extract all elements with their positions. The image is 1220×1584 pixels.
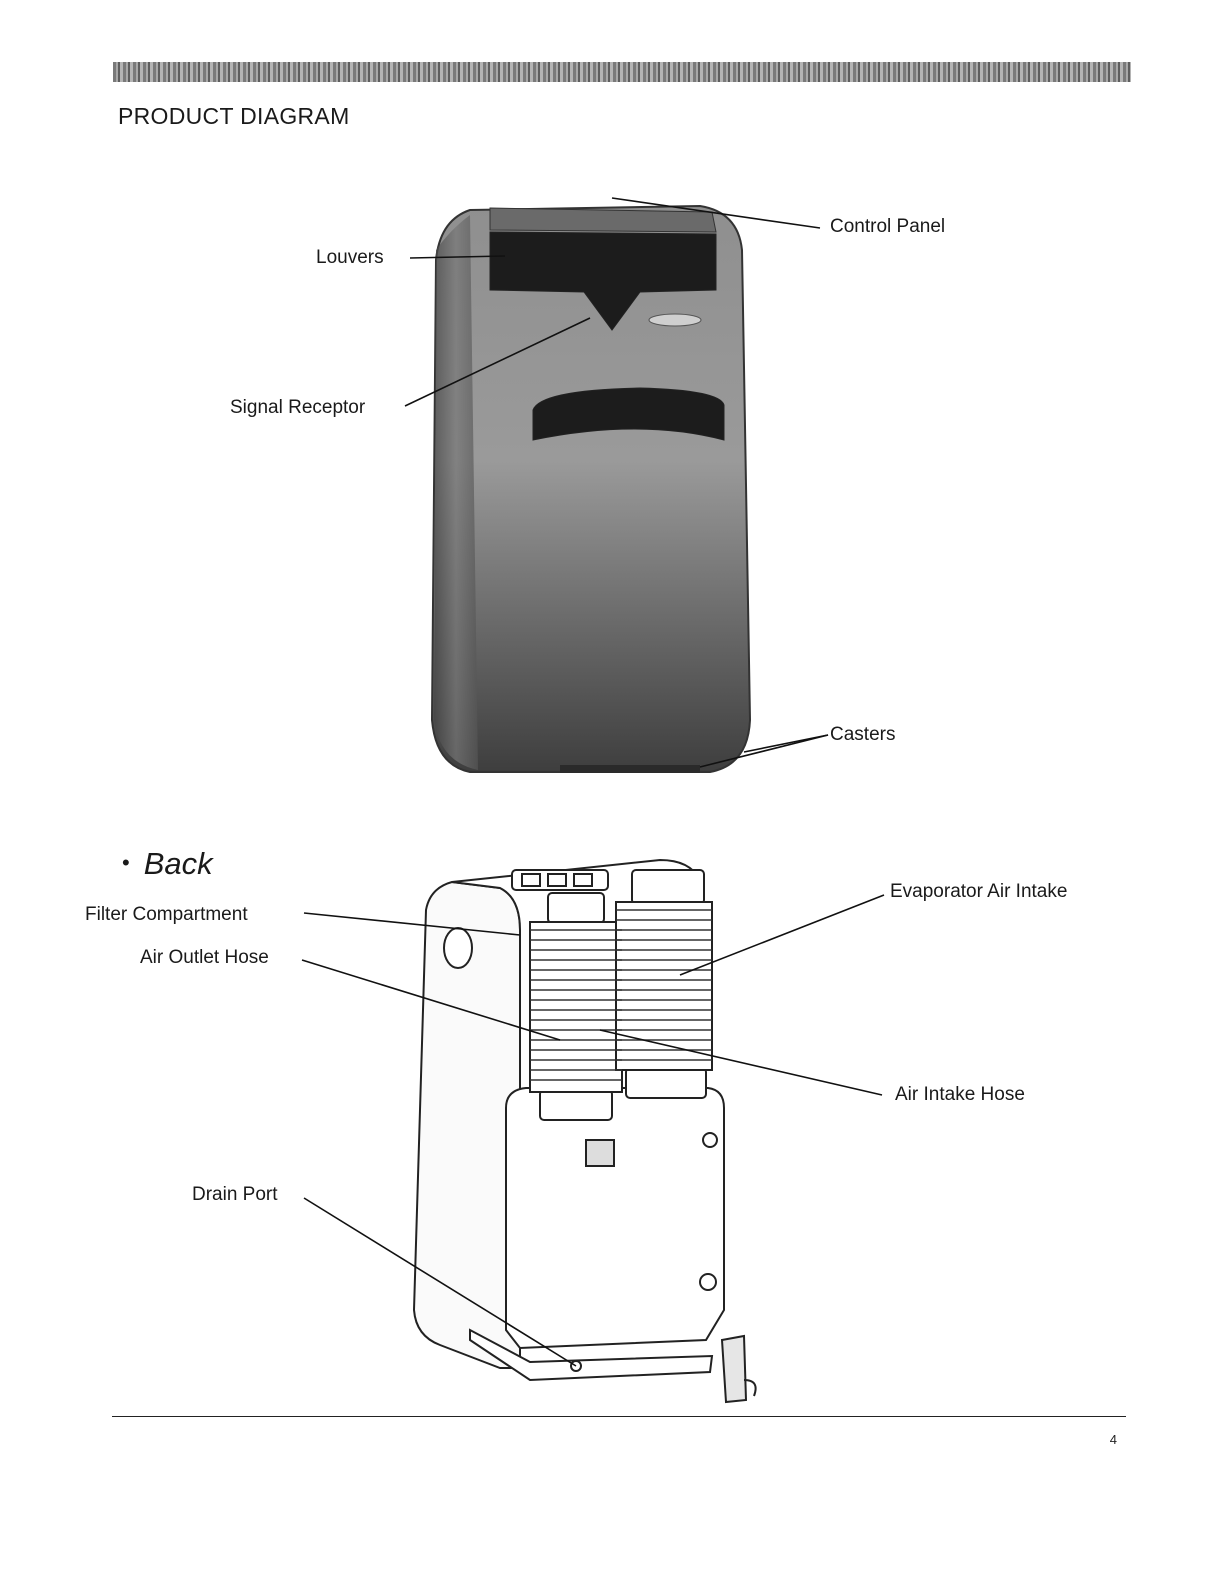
bullet-icon: •: [122, 850, 130, 875]
label-air-intake-hose: Air Intake Hose: [895, 1084, 1025, 1105]
back-leader-lines: [301, 894, 885, 1367]
front-leader-lines: [404, 197, 829, 768]
brand-logo: [648, 313, 702, 327]
page-number: 4: [1109, 1432, 1117, 1447]
louvers-window: [489, 231, 717, 331]
section-heading-back: • Back: [122, 846, 213, 882]
hose-ribs: [530, 909, 712, 1081]
label-filter-compartment: Filter Compartment: [85, 904, 248, 925]
label-air-outlet-hose: Air Outlet Hose: [140, 947, 269, 968]
front-unit: [430, 204, 752, 773]
label-control-panel: Control Panel: [830, 216, 946, 237]
front-grille: [532, 387, 725, 441]
footer-rule: [112, 1416, 1126, 1417]
header-bar: [113, 62, 1131, 82]
label-drain-port: Drain Port: [192, 1184, 278, 1205]
section-heading-text: Back: [143, 846, 213, 881]
label-evaporator-air-intake: Evaporator Air Intake: [890, 881, 1068, 902]
page-title: PRODUCT DIAGRAM: [118, 103, 350, 129]
label-signal-receptor: Signal Receptor: [230, 397, 366, 418]
back-unit: [412, 858, 757, 1404]
label-louvers: Louvers: [316, 247, 384, 268]
label-casters: Casters: [830, 724, 896, 745]
